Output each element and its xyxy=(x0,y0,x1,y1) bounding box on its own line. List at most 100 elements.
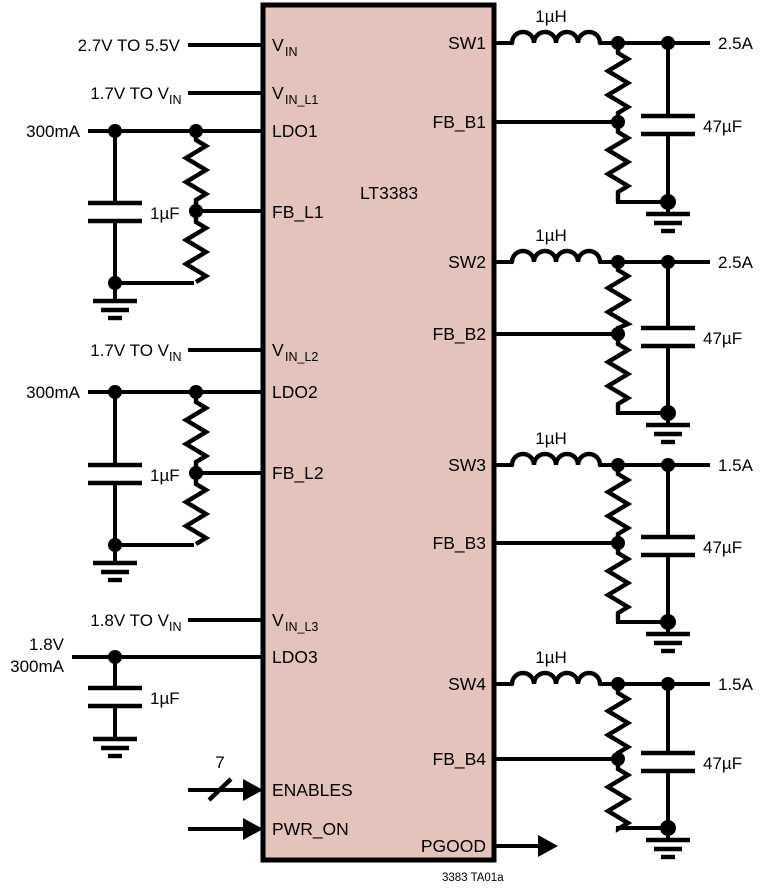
resistor-lower xyxy=(603,543,633,622)
resistor-lower xyxy=(603,759,633,833)
vin-l2-range-text: 1.7V TO V xyxy=(90,341,169,360)
resistor-lower xyxy=(181,211,211,284)
pin-ldo1: LDO1 xyxy=(272,121,318,141)
buck4-section: 1µH 1.5A 47µF xyxy=(494,648,754,860)
arrow-head-icon xyxy=(538,835,558,857)
pin-label-vin-l2: V IN_L2 xyxy=(272,340,318,364)
buck2-output-label: 2.5A xyxy=(718,253,754,272)
pin-vin-l2-base: V xyxy=(272,340,284,360)
ldo1-section: 300mA 1µF xyxy=(26,122,263,321)
ldo2-cap-label: 1µF xyxy=(150,466,180,485)
buck2-inductor-label: 1µH xyxy=(535,226,567,245)
ground-symbol xyxy=(93,560,137,583)
resistor-upper xyxy=(181,131,211,211)
pin-fb-b1: FB_B1 xyxy=(433,112,487,133)
bus-slash-icon xyxy=(207,777,233,802)
pin-vin-l3-sub: IN_L3 xyxy=(285,620,318,634)
vin-input-net: 2.7V TO 5.5V xyxy=(78,36,263,55)
inductor-symbol xyxy=(509,248,603,265)
ldo3-cap-label: 1µF xyxy=(150,689,180,708)
resistor-upper xyxy=(603,684,633,759)
arrow-head-icon xyxy=(243,779,263,801)
buck2-section: 1µH 2.5A 47µF xyxy=(494,226,754,445)
pin-vin-base: V xyxy=(272,35,284,55)
vin-l1-range-text: 1.7V TO V xyxy=(90,84,169,103)
resistor-upper xyxy=(603,43,633,122)
buck1-section: 1µH 2.5A 47µF xyxy=(494,7,754,234)
vin-l3-range-sub: IN xyxy=(169,620,182,634)
pin-fb-l1: FB_L1 xyxy=(272,202,324,223)
resistor-upper xyxy=(181,392,211,473)
ground-symbol xyxy=(93,736,137,759)
resistor-upper xyxy=(603,465,633,543)
buck1-output-label: 2.5A xyxy=(718,34,754,53)
label-vin-range: 2.7V TO 5.5V xyxy=(78,36,181,55)
pin-sw1: SW1 xyxy=(448,33,486,53)
pin-label-vin-l1: V IN_L1 xyxy=(272,83,318,107)
resistor-lower xyxy=(181,473,211,546)
ground-symbol xyxy=(646,837,690,860)
buck1-cap-label: 47µF xyxy=(703,117,742,136)
pin-ldo3: LDO3 xyxy=(272,647,318,667)
pin-enables: ENABLES xyxy=(272,780,353,800)
ldo2-section: 300mA 1µF xyxy=(26,383,263,583)
buck3-cap-label: 47µF xyxy=(703,538,742,557)
enables-input-net[interactable]: 7 xyxy=(188,753,263,802)
resistor-upper xyxy=(603,262,633,334)
vin-range-text: 2.7V TO 5.5V xyxy=(78,36,181,55)
buck3-output-label: 1.5A xyxy=(718,456,754,475)
pin-fb-l2: FB_L2 xyxy=(272,463,324,484)
pin-label-vin-l3: V IN_L3 xyxy=(272,610,318,634)
ldo3-section: 1.8V 300mA 1µF xyxy=(10,635,263,759)
ground-symbol xyxy=(646,422,690,445)
vin-l3-input-net: 1.8V TO V IN xyxy=(90,611,263,634)
vin-l2-range-sub: IN xyxy=(169,350,182,364)
ic-body xyxy=(260,2,497,863)
ldo3-voltage-label: 1.8V xyxy=(29,635,65,654)
pin-vin-l3-base: V xyxy=(272,610,284,630)
vin-l3-range-text: 1.8V TO V xyxy=(90,611,169,630)
inductor-symbol xyxy=(509,670,603,687)
buck3-inductor-label: 1µH xyxy=(535,429,567,448)
pin-ldo2: LDO2 xyxy=(272,382,318,402)
pin-vin-l2-sub: IN_L2 xyxy=(285,350,318,364)
pin-vin-l1-sub: IN_L1 xyxy=(285,93,318,107)
pin-fb-b2: FB_B2 xyxy=(433,324,487,345)
arrow-head-icon xyxy=(243,818,263,840)
ic-part-number: LT3383 xyxy=(360,183,418,203)
pin-fb-b4: FB_B4 xyxy=(433,749,487,770)
pin-vin-sub: IN xyxy=(285,45,298,59)
pin-sw4: SW4 xyxy=(448,674,486,694)
ground-symbol xyxy=(93,298,137,321)
buck4-inductor-label: 1µH xyxy=(535,648,567,667)
vin-l1-input-net: 1.7V TO V IN xyxy=(90,84,263,107)
pin-label-vin: V IN xyxy=(272,35,298,59)
ldo1-current-label: 300mA xyxy=(26,122,81,141)
buck2-cap-label: 47µF xyxy=(703,329,742,348)
buck4-cap-label: 47µF xyxy=(703,754,742,773)
pin-sw2: SW2 xyxy=(448,252,486,272)
pgood-output-net[interactable] xyxy=(494,835,558,857)
buck1-inductor-label: 1µH xyxy=(535,7,567,26)
buck3-section: 1µH 1.5A 47µF xyxy=(494,429,754,654)
enables-bus-width-label: 7 xyxy=(215,753,224,772)
inductor-symbol xyxy=(509,29,603,46)
ldo1-cap-label: 1µF xyxy=(150,204,180,223)
pin-sw3: SW3 xyxy=(448,455,486,475)
pin-pgood: PGOOD xyxy=(421,836,486,856)
pwr-on-input-net[interactable] xyxy=(188,818,263,840)
vin-l1-range-sub: IN xyxy=(169,93,182,107)
pin-vin-l1-base: V xyxy=(272,83,284,103)
vin-l2-input-net: 1.7V TO V IN xyxy=(90,341,263,364)
buck4-output-label: 1.5A xyxy=(718,675,754,694)
pin-fb-b3: FB_B3 xyxy=(433,533,487,554)
pin-pwr-on: PWR_ON xyxy=(272,819,349,840)
ground-symbol xyxy=(646,211,690,234)
ground-symbol xyxy=(646,631,690,654)
resistor-lower xyxy=(603,334,633,413)
figure-caption: 3383 TA01a xyxy=(442,872,504,884)
inductor-symbol xyxy=(509,451,603,468)
ldo2-current-label: 300mA xyxy=(26,383,81,402)
